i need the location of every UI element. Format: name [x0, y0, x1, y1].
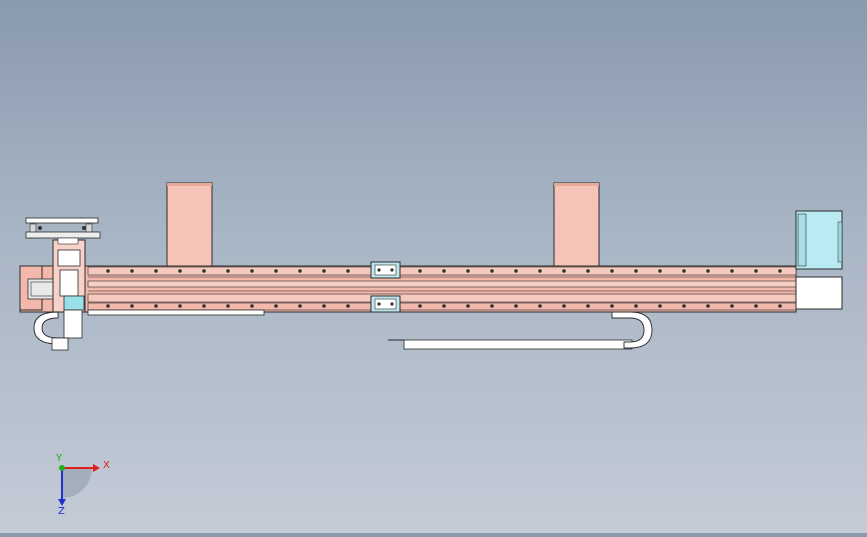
rail-bolt [586, 304, 590, 308]
rail-bolt [154, 304, 158, 308]
rail-bolt [586, 269, 590, 273]
y-axis-label: Y [55, 453, 63, 464]
rail-bolt [562, 269, 566, 273]
rail-bolt [730, 304, 734, 308]
rail-bolt [250, 304, 254, 308]
rail-bolt [658, 304, 662, 308]
rail-bolt [682, 269, 686, 273]
rail-bolt [178, 269, 182, 273]
rail-bolt [250, 269, 254, 273]
rail-bolt [154, 269, 158, 273]
rail-bolt [298, 304, 302, 308]
rail-bolt [490, 304, 494, 308]
left-post[interactable] [166, 182, 213, 268]
rail-bolt [634, 304, 638, 308]
rail-bolt [418, 269, 422, 273]
rail-bolt [706, 304, 710, 308]
lower-guide-left [87, 309, 265, 316]
rail-bolt [610, 304, 614, 308]
rail-bolt [202, 269, 206, 273]
rail-bolt [106, 269, 110, 273]
rail-bolt [538, 269, 542, 273]
rail-bolt [610, 269, 614, 273]
rail-bolt [658, 269, 662, 273]
rail-bolt [130, 304, 134, 308]
y-axis-dot [59, 465, 65, 471]
rail-bolt [274, 269, 278, 273]
rail-bolt [754, 304, 758, 308]
slider-block-bottom[interactable] [370, 295, 401, 313]
x-axis-label: X [103, 460, 110, 471]
rail-bolt [442, 269, 446, 273]
rail-bolt [634, 269, 638, 273]
rail-bolt [778, 304, 782, 308]
lower-guide-right [403, 339, 633, 350]
rail-bolt [682, 304, 686, 308]
rail-bolt [490, 269, 494, 273]
rail-bolt [514, 269, 518, 273]
left-carriage-assembly[interactable] [19, 217, 101, 339]
rail-bolt [322, 269, 326, 273]
rail-bolt [466, 304, 470, 308]
rail-bolt [346, 269, 350, 273]
rail-bolt [514, 304, 518, 308]
servo-motor[interactable] [795, 210, 843, 310]
rail-bolt [754, 269, 758, 273]
rail-bolt [274, 304, 278, 308]
rail-bolt [178, 304, 182, 308]
right-post[interactable] [553, 182, 600, 268]
rail-bolt [730, 269, 734, 273]
linear-rail-frame[interactable] [19, 265, 797, 313]
coordinate-triad: X Y Z [55, 453, 110, 517]
rail-bolt [706, 269, 710, 273]
rail-bolt [562, 304, 566, 308]
rail-bolt [130, 269, 134, 273]
rail-bolt [226, 304, 230, 308]
rail-bolt [466, 269, 470, 273]
z-axis-label: Z [58, 506, 65, 517]
rail-bolt [106, 304, 110, 308]
rail-bolt [418, 304, 422, 308]
rail-bolt [298, 269, 302, 273]
rail-bolt [322, 304, 326, 308]
cable-carrier[interactable] [33, 311, 653, 351]
rail-bolt [538, 304, 542, 308]
rail-bolt [202, 304, 206, 308]
rail-bolt [226, 269, 230, 273]
rail-bolt [442, 304, 446, 308]
slider-block-top[interactable] [370, 261, 401, 279]
rail-bolt [778, 269, 782, 273]
rail-bolt [346, 304, 350, 308]
